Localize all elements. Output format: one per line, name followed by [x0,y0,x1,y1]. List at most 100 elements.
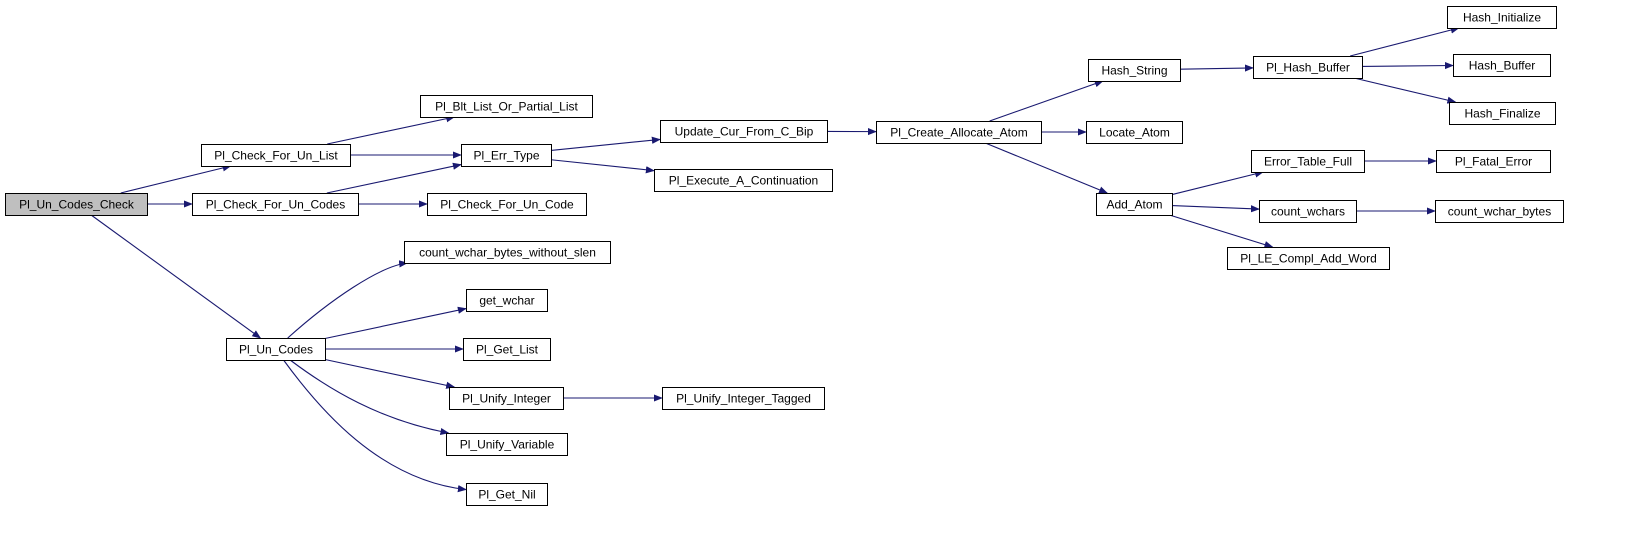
node-label: Pl_Unify_Variable [460,438,555,452]
edge-hash_string-to-pl_hash_buffer [1179,64,1254,72]
node-box [654,169,833,192]
edge-pl_hash_buffer-to-hash_finalize [1353,77,1457,104]
edge-pl_un_codes_check-to-pl_un_codes [90,214,262,339]
node-label: Pl_Blt_List_Or_Partial_List [435,100,578,114]
node-box [1251,150,1365,173]
edge-pl_hash_buffer-to-hash_buffer [1361,61,1454,70]
edge-pl_un_codes-to-pl_unify_integer [324,358,456,389]
node-label: Pl_Get_List [476,343,539,357]
edge-pl_un_codes-to-pl_unify_variable [289,359,450,436]
node-box [1449,102,1556,125]
node-label: Error_Table_Full [1264,155,1352,169]
node-hash-buffer[interactable]: Hash_Buffer [1453,54,1551,77]
node-label: Hash_Initialize [1463,11,1541,25]
node-box [876,121,1042,144]
node-box [1253,56,1363,79]
node-locate-atom[interactable]: Locate_Atom [1086,121,1183,144]
node-box [1227,247,1390,270]
node-pl-un-codes-check[interactable]: Pl_Un_Codes_Check [5,193,148,216]
node-box [466,289,548,312]
node-box [404,241,611,264]
node-label: Hash_Buffer [1469,59,1536,73]
node-box [1453,54,1551,77]
node-box [1086,121,1183,144]
edge-pl_un_codes-to-get_wchar [324,306,467,340]
node-error-table-full[interactable]: Error_Table_Full [1251,150,1365,173]
node-label: Pl_Un_Codes_Check [19,198,135,212]
node-label: Pl_Err_Type [473,149,539,163]
node-pl-unify-integer-tagged[interactable]: Pl_Unify_Integer_Tagged [662,387,825,410]
node-label: Hash_String [1101,64,1167,78]
node-box [1096,193,1173,216]
node-label: Add_Atom [1106,198,1162,212]
node-label: Hash_Finalize [1464,107,1540,121]
node-pl-un-codes[interactable]: Pl_Un_Codes [226,338,326,361]
node-label: count_wchars [1271,205,1345,219]
node-pl-create-allocate-atom[interactable]: Pl_Create_Allocate_Atom [876,121,1042,144]
node-pl-le-compl-add-word[interactable]: Pl_LE_Compl_Add_Word [1227,247,1390,270]
node-label: Pl_Unify_Integer_Tagged [676,392,811,406]
edge-add_atom-to-error_table_full [1171,170,1264,196]
node-count-wchar-bytes[interactable]: count_wchar_bytes [1435,200,1564,223]
node-label: Locate_Atom [1099,126,1170,140]
edge-pl_un_codes_check-to-pl_check_for_un_list [120,164,232,194]
node-count-wchar-bytes-without-slen[interactable]: count_wchar_bytes_without_slen [404,241,611,264]
node-box [463,338,551,361]
node-label: Pl_Check_For_Un_Codes [206,198,345,212]
edge-pl_err_type-to-update_cur_from_c_bip [550,136,661,152]
edge-add_atom-to-count_wchars [1171,204,1260,213]
edge-pl_check_for_un_list-to-pl_blt_list_or_partial_list [327,115,456,145]
node-label: Pl_LE_Compl_Add_Word [1240,252,1377,266]
node-pl-fatal-error[interactable]: Pl_Fatal_Error [1436,150,1551,173]
node-box [660,120,828,143]
node-label: Pl_Fatal_Error [1455,155,1532,169]
node-hash-initialize[interactable]: Hash_Initialize [1447,6,1557,29]
edge-add_atom-to-pl_le_compl_add_word [1169,214,1274,249]
node-box [1259,200,1357,223]
node-label: Pl_Unify_Integer [462,392,551,406]
node-label: Pl_Create_Allocate_Atom [890,126,1027,140]
node-update-cur-from-c-bip[interactable]: Update_Cur_From_C_Bip [660,120,828,143]
node-pl-get-list[interactable]: Pl_Get_List [463,338,551,361]
node-pl-check-for-un-list[interactable]: Pl_Check_For_Un_List [201,144,351,167]
nodes-layer: Pl_Un_Codes_CheckPl_Check_For_Un_ListPl_… [5,6,1564,506]
node-label: Pl_Hash_Buffer [1266,61,1350,75]
edge-pl_create_allocate_atom-to-add_atom [985,142,1109,194]
node-pl-check-for-un-codes[interactable]: Pl_Check_For_Un_Codes [192,193,359,216]
node-pl-get-nil[interactable]: Pl_Get_Nil [466,483,548,506]
node-count-wchars[interactable]: count_wchars [1259,200,1357,223]
node-label: Pl_Check_For_Un_List [214,149,338,163]
edges-layer [90,26,1460,493]
node-box [1088,59,1181,82]
node-pl-execute-a-continuation[interactable]: Pl_Execute_A_Continuation [654,169,833,192]
node-label: count_wchar_bytes [1448,205,1551,219]
edge-pl_hash_buffer-to-hash_initialize [1350,26,1460,57]
node-box [201,144,351,167]
node-pl-blt-list-or-partial-list[interactable]: Pl_Blt_List_Or_Partial_List [420,95,593,118]
edge-pl_err_type-to-pl_execute_a_continuation [550,159,655,174]
node-box [192,193,359,216]
node-hash-string[interactable]: Hash_String [1088,59,1181,82]
node-box [1436,150,1551,173]
node-add-atom[interactable]: Add_Atom [1096,193,1173,216]
node-box [662,387,825,410]
node-label: count_wchar_bytes_without_slen [419,246,596,260]
node-box [420,95,593,118]
node-get-wchar[interactable]: get_wchar [466,289,548,312]
node-label: get_wchar [479,294,534,308]
node-box [461,144,552,167]
node-pl-hash-buffer[interactable]: Pl_Hash_Buffer [1253,56,1363,79]
node-pl-unify-variable[interactable]: Pl_Unify_Variable [446,433,568,456]
node-pl-err-type[interactable]: Pl_Err_Type [461,144,552,167]
edge-pl_un_codes-to-pl_get_nil [283,359,467,493]
edge-pl_check_for_un_codes-to-pl_err_type [326,162,462,194]
node-pl-unify-integer[interactable]: Pl_Unify_Integer [449,387,564,410]
node-hash-finalize[interactable]: Hash_Finalize [1449,102,1556,125]
node-box [5,193,148,216]
node-box [1435,200,1564,223]
node-label: Pl_Un_Codes [239,343,313,357]
node-pl-check-for-un-code[interactable]: Pl_Check_For_Un_Code [427,193,587,216]
node-box [466,483,548,506]
node-box [1447,6,1557,29]
